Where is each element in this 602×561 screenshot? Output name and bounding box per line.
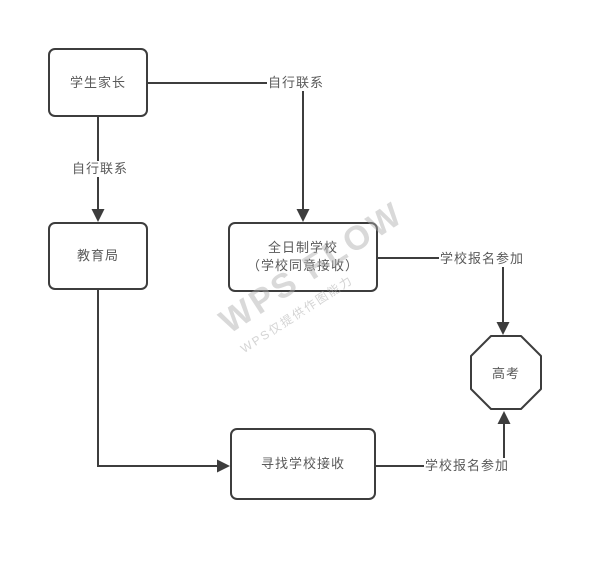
edge-fulltime-school-to-gaokao[interactable]: [378, 257, 510, 335]
node-education-bureau[interactable]: 教育局: [48, 222, 148, 290]
node-fulltime-school[interactable]: 全日制学校 （学校同意接收）: [228, 222, 378, 292]
edge-parents-to-fulltime-school[interactable]: [148, 82, 310, 222]
node-gaokao-label: 高考: [491, 366, 520, 381]
node-student-parents-label: 学生家长: [69, 74, 126, 90]
edge-label-register-bottom[interactable]: 学校报名参加: [424, 458, 511, 474]
edge-label-contact-self-top[interactable]: 自行联系: [267, 75, 326, 91]
node-fulltime-school-label-line1: 全日制学校: [267, 240, 338, 255]
edge-label-contact-self-left[interactable]: 自行联系: [71, 161, 130, 177]
node-education-bureau-label: 教育局: [76, 248, 119, 263]
node-gaokao-octagon-shape[interactable]: [470, 335, 542, 410]
edge-education-bureau-to-find-school[interactable]: [97, 290, 230, 473]
node-fulltime-school-label-line2: （学校同意接收）: [246, 258, 359, 273]
node-gaokao[interactable]: 高考: [470, 335, 542, 410]
node-find-school[interactable]: 寻找学校接收: [230, 428, 376, 500]
edge-label-register-top[interactable]: 学校报名参加: [439, 251, 526, 267]
node-find-school-label: 寻找学校接收: [260, 456, 345, 471]
node-student-parents[interactable]: 学生家长: [48, 48, 148, 117]
